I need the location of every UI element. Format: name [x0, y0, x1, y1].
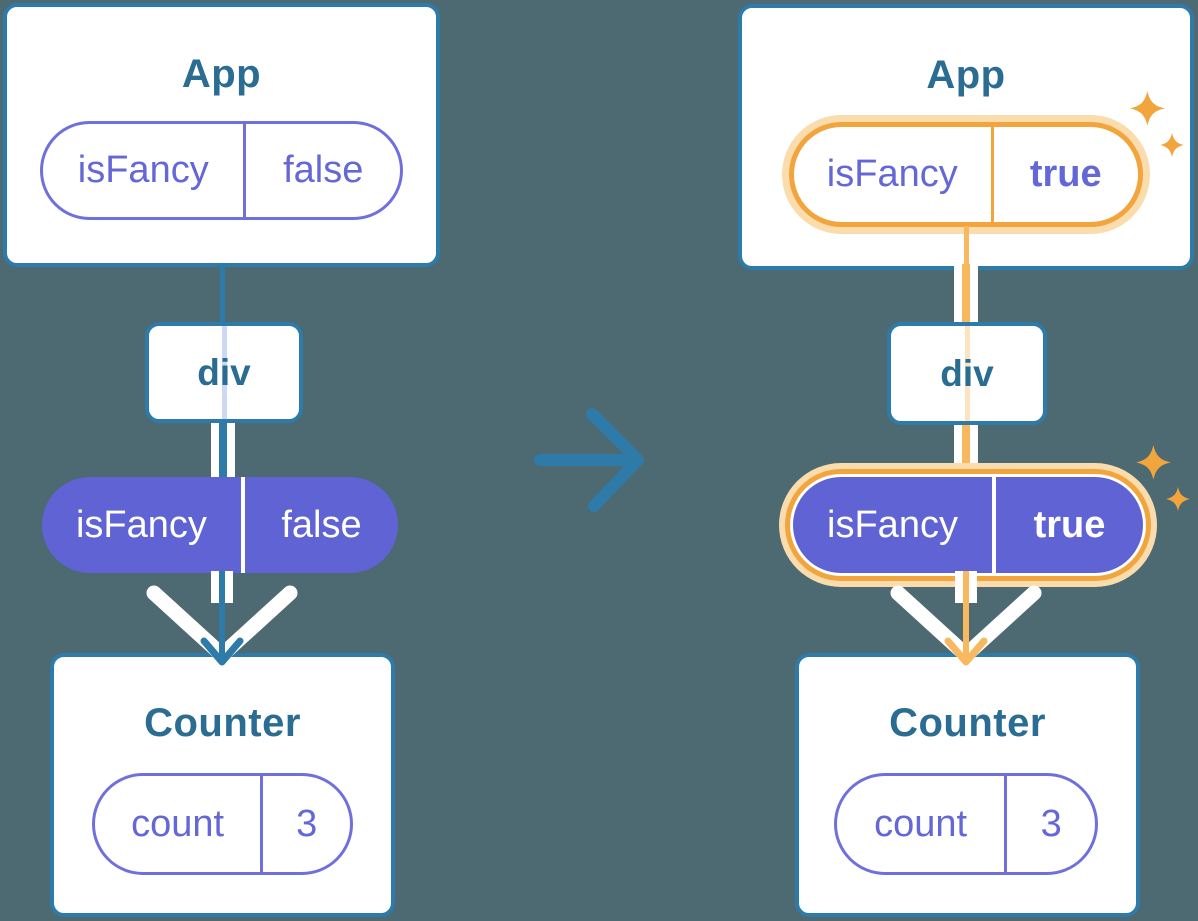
counter-component-card-after: Counter count 3	[795, 653, 1140, 917]
app-component-card-before: App isFancy false	[3, 3, 440, 267]
state-name: count	[837, 776, 1008, 872]
component-title: App	[181, 52, 262, 96]
dom-element-label: div	[197, 351, 251, 393]
prop-flow-arrow-icon	[146, 571, 298, 666]
component-title: App	[926, 53, 1006, 97]
prop-value: true	[1033, 503, 1106, 546]
prop-value: false	[281, 503, 362, 546]
prop-pill-app-before: isFancy false	[40, 121, 403, 220]
app-component-card-after: App isFancy true	[738, 4, 1194, 270]
prop-name: isFancy	[43, 124, 247, 217]
passed-prop-pill-before: isFancy false	[42, 477, 398, 573]
sparkle-icon	[1136, 445, 1190, 511]
prop-pill-app-after: isFancy true	[789, 122, 1143, 227]
div-element-card-before: div	[145, 322, 303, 423]
state-pill-counter-before: count 3	[92, 773, 353, 875]
passed-prop-pill-after: isFancy true	[790, 474, 1146, 576]
state-pill-counter-after: count 3	[834, 773, 1098, 875]
counter-component-card-before: Counter count 3	[50, 653, 395, 917]
prop-flow-arrow-icon	[890, 571, 1042, 666]
component-title: Counter	[889, 701, 1046, 745]
prop-name: isFancy	[42, 477, 245, 573]
connector-app-to-div-after	[954, 264, 978, 322]
state-value: 3	[1040, 802, 1062, 845]
prop-value: false	[283, 149, 364, 191]
prop-name: isFancy	[794, 127, 994, 222]
connector-div-to-prop-before	[211, 423, 235, 477]
state-value: 3	[296, 802, 318, 845]
prop-value: true	[1029, 153, 1102, 195]
transition-arrow-icon	[534, 408, 644, 512]
connector-div-to-prop-after	[954, 425, 978, 477]
pass-through-line-faint	[964, 326, 970, 421]
sparkle-icon	[1130, 91, 1184, 157]
prop-name: isFancy	[793, 477, 996, 573]
connector-pill-to-card-edge-after	[964, 226, 969, 266]
pass-through-line-faint	[221, 326, 227, 419]
div-element-card-after: div	[887, 322, 1047, 425]
connector-app-to-div-before	[220, 263, 225, 322]
dom-element-label: div	[940, 352, 994, 394]
component-title: Counter	[144, 701, 301, 745]
state-name: count	[95, 776, 264, 872]
